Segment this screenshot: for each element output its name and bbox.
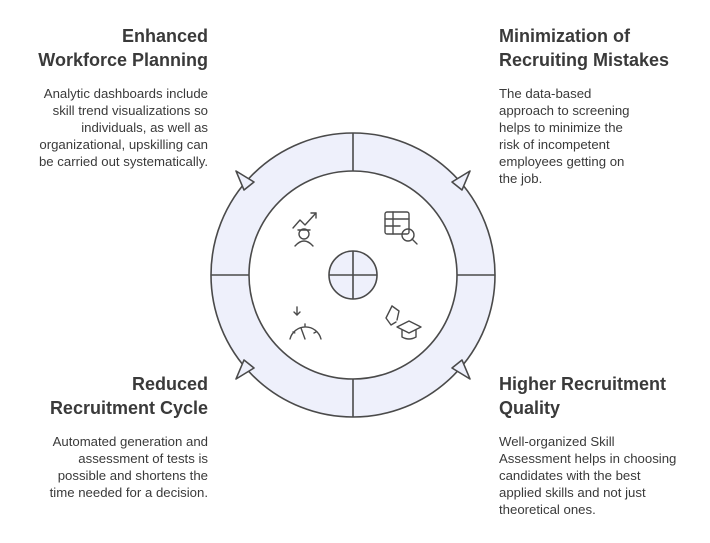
speedometer-icon [289, 306, 322, 340]
item-title: Enhanced Workforce Planning [38, 26, 208, 70]
item-title: Higher Recruitment Quality [499, 374, 667, 418]
growth-person-icon [292, 212, 317, 247]
item-title: Minimization of Recruiting Mistakes [499, 26, 670, 70]
item-recruiting-mistakes: Minimization of Recruiting Mistakes The … [499, 24, 709, 187]
arrow-notch-top-left [235, 170, 255, 191]
table-search-icon [384, 211, 418, 245]
arrow-notch-top-right [451, 170, 471, 191]
item-recruitment-cycle: Reduced Recruitment Cycle Automated gene… [0, 372, 208, 501]
crosshair-icon [328, 250, 378, 300]
item-description: Well-organized Skill Assessment helps in… [499, 434, 677, 517]
arrow-notch-bottom-left [235, 359, 255, 380]
item-title: Reduced Recruitment Cycle [49, 374, 208, 418]
graduation-cap-icon [385, 305, 422, 340]
item-description: The data-based approach to screening hel… [499, 86, 630, 186]
item-recruitment-quality: Higher Recruitment Quality Well-organize… [499, 372, 709, 518]
item-description: Automated generation and assessment of t… [49, 434, 208, 500]
item-workforce-planning: Enhanced Workforce Planning Analytic das… [0, 24, 208, 170]
item-description: Analytic dashboards include skill trend … [38, 86, 208, 169]
arrow-notch-bottom-right [451, 359, 471, 380]
